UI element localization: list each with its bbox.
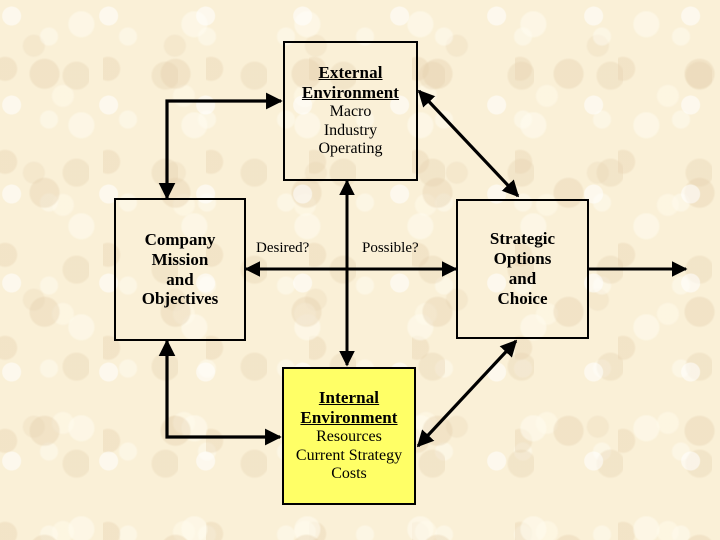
node-company-mission[interactable]: Company Mission and Objectives bbox=[114, 198, 246, 341]
edge-internal-to-company bbox=[158, 339, 282, 446]
edge-company-to-external bbox=[158, 92, 283, 200]
edge-label-desired: Desired? bbox=[256, 240, 310, 256]
edge-strategic-to-internal bbox=[416, 339, 518, 448]
internal-environment-title: Internal Environment bbox=[300, 388, 398, 427]
external-environment-title: External Environment bbox=[301, 63, 400, 102]
node-internal-environment[interactable]: Internal Environment Resources Current S… bbox=[282, 367, 416, 505]
external-environment-items: Macro Industry Operating bbox=[318, 102, 383, 158]
edge-label-possible: Possible? bbox=[362, 240, 419, 256]
strategic-options-heading: Strategic Options and Choice bbox=[489, 229, 556, 308]
node-external-environment[interactable]: External Environment Macro Industry Oper… bbox=[283, 41, 418, 181]
edge-external-to-strategic bbox=[417, 89, 520, 198]
internal-environment-items: Resources Current Strategy Costs bbox=[295, 427, 403, 483]
node-strategic-options[interactable]: Strategic Options and Choice bbox=[456, 199, 589, 339]
company-mission-heading: Company Mission and Objectives bbox=[141, 229, 219, 309]
